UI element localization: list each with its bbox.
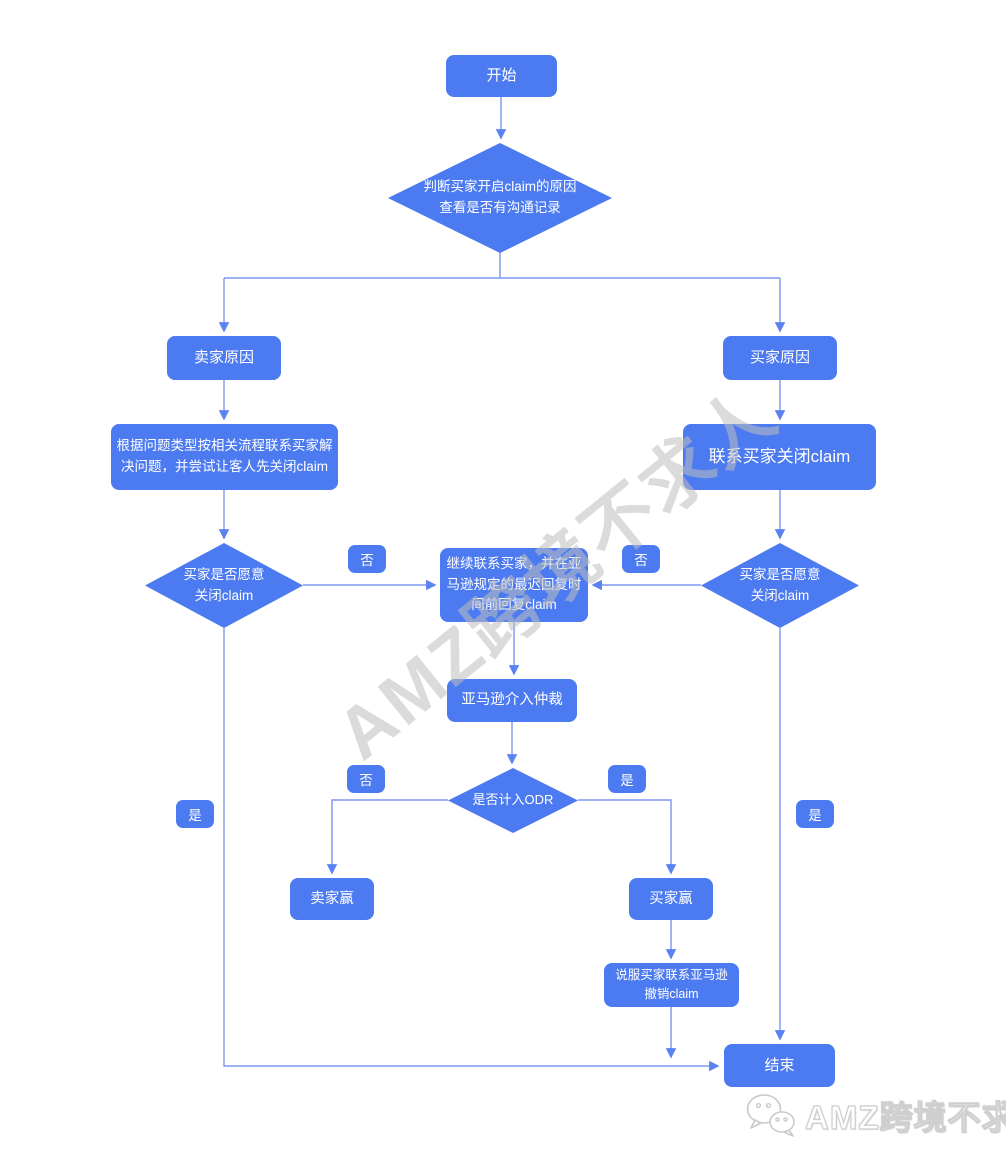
start-node: 开始 [446, 55, 557, 97]
edge-label-no-odr: 否 [347, 765, 385, 793]
keep-contacting-node: 继续联系买家，并在亚 马逊规定的最迟回复时 间前回复claim [440, 548, 588, 622]
edge-label-yes-odr: 是 [608, 765, 646, 793]
end-node: 结束 [724, 1044, 835, 1087]
amazon-arbitration-node: 亚马逊介入仲裁 [447, 679, 577, 722]
buyer-reason-node: 买家原因 [723, 336, 837, 380]
edge-label-no-right: 否 [622, 545, 660, 573]
edge-label-yes-right: 是 [796, 800, 834, 828]
buyer-wins-node: 买家赢 [629, 878, 713, 920]
edge-label-no-left: 否 [348, 545, 386, 573]
brand-logo: AMZ跨境不求人 [745, 1092, 1006, 1138]
contact-buyer-close-node: 联系买家关闭claim [683, 424, 876, 490]
seller-reason-node: 卖家原因 [167, 336, 281, 380]
edge-label-yes-left: 是 [176, 800, 214, 828]
brand-text: AMZ跨境不求人 [804, 1098, 1006, 1136]
seller-process-node: 根据问题类型按相关流程联系买家解 决问题，并尝试让客人先关闭claim [111, 424, 338, 490]
seller-wins-node: 卖家赢 [290, 878, 374, 920]
wechat-icon [746, 1094, 795, 1137]
persuade-withdraw-node: 说服买家联系亚马逊 撤销claim [604, 963, 739, 1007]
